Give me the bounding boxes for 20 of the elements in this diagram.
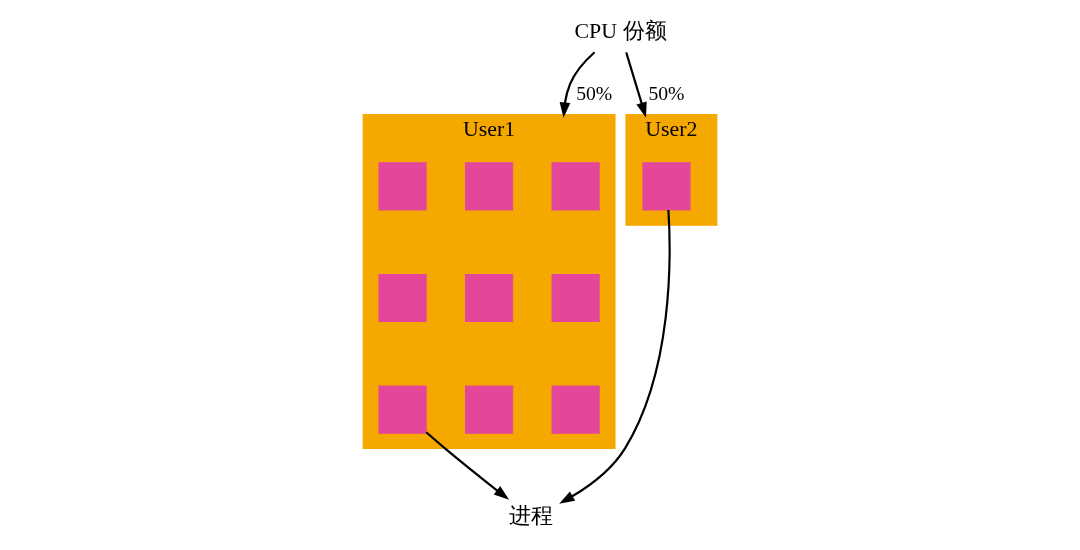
node-box [551,273,600,323]
node-box [464,273,514,323]
edge-label: 50% [576,81,613,104]
node-box [464,162,514,211]
node-box [551,385,600,434]
cluster: User2 [625,114,718,226]
node-text: CPU 份额 [574,17,667,43]
node-box [464,385,514,434]
node-box [551,162,600,211]
arrow [559,209,671,504]
node-box [642,162,691,211]
node-box [378,162,427,211]
arrow [425,431,510,500]
cluster: User1 [362,114,616,450]
node-box [378,385,427,434]
arrow [559,51,596,118]
node-text: 进程 [508,503,553,529]
edge-label: 50% [648,81,685,104]
node-box [378,273,427,323]
arrow [625,52,647,118]
